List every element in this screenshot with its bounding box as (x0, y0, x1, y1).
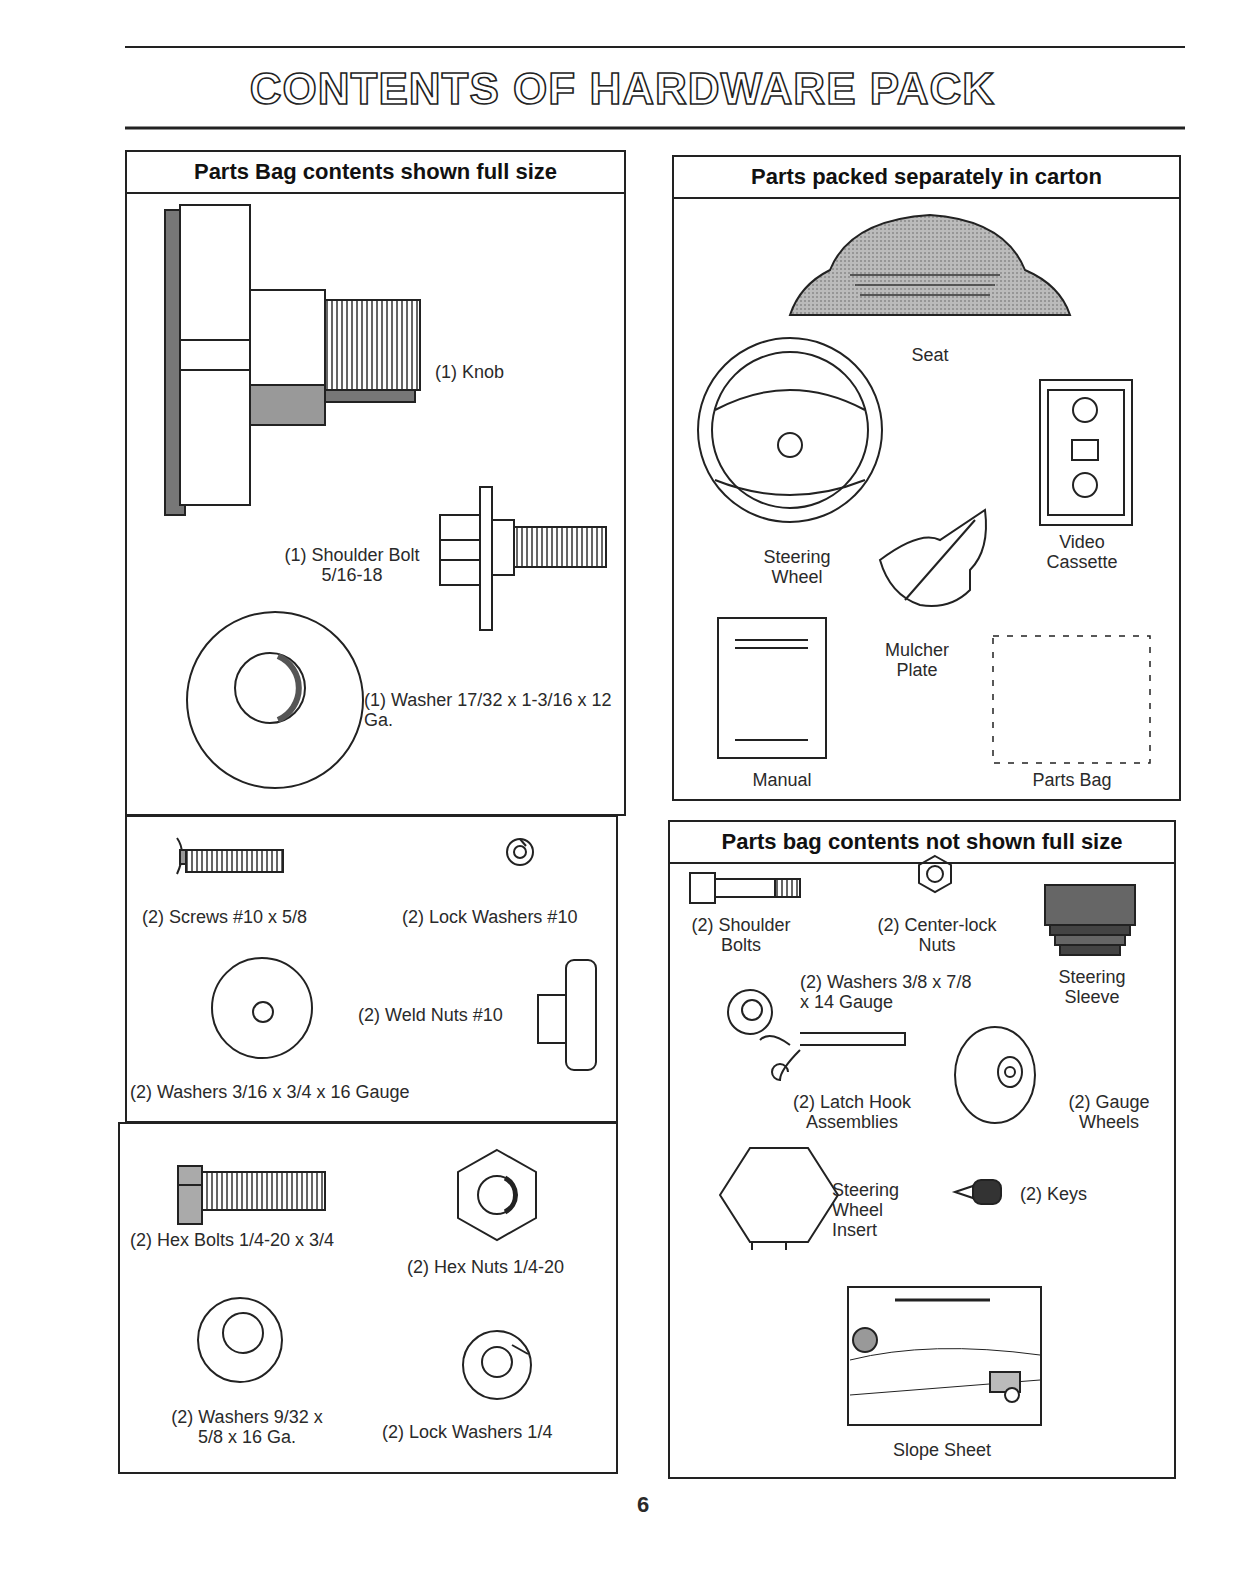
part-label: (2) Lock Washers 1/4 (382, 1422, 582, 1442)
part-label: Steering Wheel Insert (832, 1180, 932, 1240)
parts-panel: Parts bag contents not shown full size (2… (668, 820, 1176, 1479)
part-label: (2) Screws #10 x 5/8 (142, 907, 372, 927)
part-label: Slope Sheet (882, 1440, 1002, 1460)
part-label: Parts Bag (1012, 770, 1132, 790)
part-label: (2) Hex Nuts 1/4-20 (407, 1257, 607, 1277)
part-label: Steering Sleeve (1042, 967, 1142, 1007)
parts-panel: Parts Bag contents shown full size (1) Kn… (125, 150, 626, 816)
part-label: (2) Washers 9/32 x 5/8 x 16 Ga. (162, 1407, 332, 1447)
part-label: (2) Hex Bolts 1/4-20 x 3/4 (130, 1230, 380, 1250)
part-label: Manual (727, 770, 837, 790)
parts-panel: (2) Screws #10 x 5/8 (2) Lock Washers #10… (125, 815, 618, 1123)
part-label: (2) Shoulder Bolts (686, 915, 796, 955)
part-label: Seat (880, 345, 980, 365)
parts-panel: Parts packed separately in cartonSeatSte… (672, 155, 1181, 801)
part-label: (2) Center-lock Nuts (872, 915, 1002, 955)
part-label: Steering Wheel (737, 547, 857, 587)
part-label: Mulcher Plate (862, 640, 972, 680)
page-title: CONTENTS OF HARDWARE PACK (0, 64, 1245, 114)
part-label: (2) Washers 3/16 x 3/4 x 16 Gauge (130, 1082, 490, 1102)
panel-heading: Parts packed separately in carton (674, 157, 1179, 199)
part-label: (2) Lock Washers #10 (402, 907, 617, 927)
page-number: 6 (637, 1492, 649, 1518)
parts-panel: (2) Hex Bolts 1/4-20 x 3/4 (2) Hex Nuts 1… (118, 1122, 618, 1474)
panel-heading: Parts bag contents not shown full size (670, 822, 1174, 864)
part-label: Video Cassette (1027, 532, 1137, 572)
part-label: (2) Gauge Wheels (1054, 1092, 1164, 1132)
part-label: (2) Washers 3/8 x 7/8 x 14 Gauge (800, 972, 975, 1012)
part-label: (2) Keys (1020, 1184, 1100, 1204)
part-label: (2) Latch Hook Assemblies (782, 1092, 922, 1132)
part-label: (1) Washer 17/32 x 1-3/16 x 12 Ga. (364, 690, 614, 730)
panel-heading: Parts Bag contents shown full size (127, 152, 624, 194)
part-label: (1) Shoulder Bolt 5/16-18 (272, 545, 432, 585)
part-label: (2) Weld Nuts #10 (358, 1005, 533, 1025)
part-label: (1) Knob (435, 362, 565, 382)
